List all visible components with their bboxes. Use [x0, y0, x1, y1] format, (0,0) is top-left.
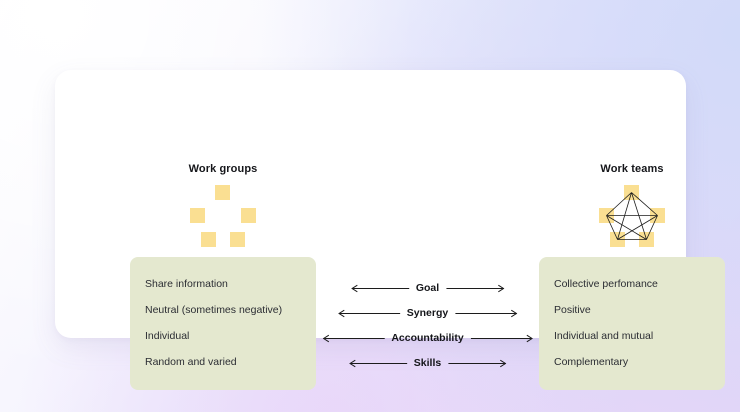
comparison-label: Skills — [413, 356, 442, 369]
comparison-row: Goal — [350, 280, 505, 296]
group-node — [241, 208, 256, 223]
list-item: Individual — [145, 330, 190, 342]
list-item: Individual and mutual — [554, 330, 654, 342]
arrow-left-icon — [337, 309, 400, 317]
list-item: Positive — [554, 304, 591, 316]
team-network-edges — [606, 192, 658, 240]
comparison-row: Skills — [348, 355, 507, 371]
comparison-label: Accountability — [391, 331, 464, 344]
group-node — [201, 232, 216, 247]
arrow-right-icon — [455, 309, 518, 317]
work-teams-panel: Collective perfomance Positive Individua… — [539, 257, 725, 390]
arrow-right-icon — [446, 284, 505, 292]
arrow-right-icon — [470, 334, 533, 342]
comparison-label: Synergy — [406, 306, 449, 319]
content-card: Work groups Work teams — [55, 70, 725, 390]
work-groups-diagram — [186, 185, 260, 247]
list-item: Neutral (sometimes negative) — [145, 304, 283, 316]
list-item: Random and varied — [145, 356, 237, 368]
arrow-left-icon — [350, 284, 409, 292]
list-item: Complementary — [554, 356, 629, 368]
group-node — [230, 232, 245, 247]
work-groups-panel: Share information Neutral (sometimes neg… — [130, 257, 316, 390]
work-teams-heading: Work teams — [600, 163, 664, 175]
group-node — [215, 185, 230, 200]
comparison-label: Goal — [415, 281, 440, 294]
list-item: Collective perfomance — [554, 278, 658, 290]
work-teams-diagram — [595, 185, 669, 247]
arrow-right-icon — [448, 359, 507, 367]
arrow-left-icon — [348, 359, 407, 367]
list-item: Share information — [145, 278, 228, 290]
arrow-left-icon — [322, 334, 385, 342]
comparison-dimensions: Goal Synergy — [316, 277, 539, 377]
comparison-row: Accountability — [322, 330, 533, 346]
group-node — [190, 208, 205, 223]
comparison-row: Synergy — [337, 305, 518, 321]
work-groups-heading: Work groups — [188, 163, 258, 175]
